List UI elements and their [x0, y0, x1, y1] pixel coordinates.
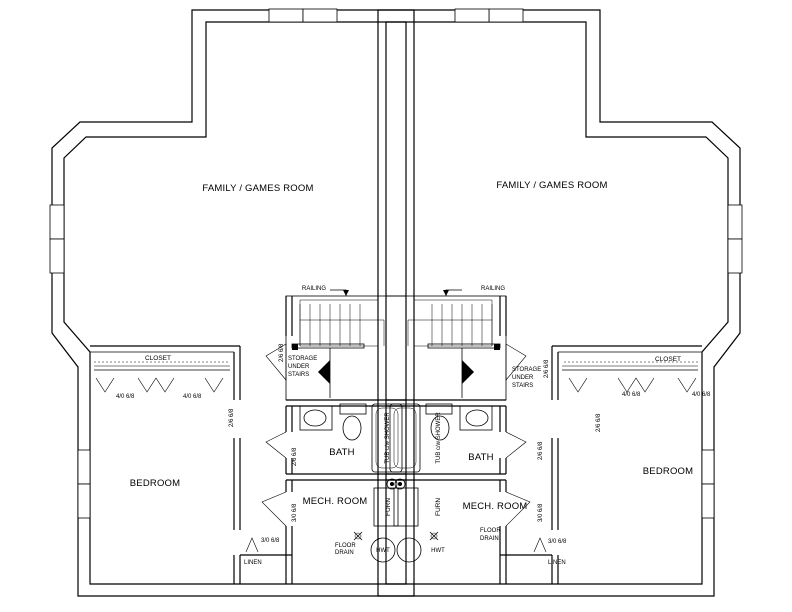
window-top-a [268, 8, 304, 23]
storage-door-size: 2/6 6/8 [544, 359, 550, 378]
closet-label: CLOSET [655, 356, 681, 363]
linen-door-size: 3/0 6/8 [548, 539, 567, 545]
mech-door-size: 3/0 6/8 [292, 503, 298, 522]
floor-drain-label-1: FLOOR [480, 528, 501, 534]
closet-door-size-a: 4/0 6/8 [116, 394, 135, 400]
mech-room-label: MECH. ROOM [303, 496, 368, 507]
family-room-label: FAMILY / GAMES ROOM [496, 180, 607, 191]
linen-door-size: 3/0 6/8 [261, 538, 280, 544]
closet-door-size-a: 4/0 6/8 [622, 392, 641, 398]
railing-label: RAILING [302, 286, 326, 292]
unit-right [377, 8, 743, 597]
bedroom-label: BEDROOM [643, 466, 694, 477]
storage-label-2: UNDER [512, 375, 534, 381]
hwt-label: HWT [376, 548, 390, 554]
window-bedroom-a [77, 449, 91, 485]
window-top-b [302, 8, 338, 23]
tub-label: TUB c/w SHOWER [436, 412, 442, 464]
floor-drain-label-1: FLOOR [335, 543, 356, 549]
vanity [299, 405, 333, 431]
bath-door-size: 2/6 6/8 [292, 447, 298, 466]
hwt-label: HWT [431, 548, 445, 554]
unit-left [49, 8, 415, 597]
storage-door-size: 2/6 6/8 [279, 343, 285, 362]
closet-door-size-b: 4/0 6/8 [183, 394, 202, 400]
floor-drain-label-2: DRAIN [335, 550, 354, 556]
toilet-tank [339, 403, 367, 415]
storage-label-3: STAIRS [512, 383, 533, 389]
toilet-bowl [342, 415, 362, 441]
furn-label: FURN [435, 498, 442, 516]
hwt-tank [370, 537, 396, 563]
closet-label: CLOSET [145, 355, 171, 362]
window-bedroom-b [77, 483, 91, 519]
window-left-a [49, 204, 65, 240]
tub-label: TUB c/w SHOWER [385, 412, 391, 464]
mech-door-size: 3/0 6/8 [538, 503, 544, 522]
closet-door-size-b: 4/0 6/8 [692, 392, 711, 398]
family-room-label: FAMILY / GAMES ROOM [202, 183, 313, 194]
bedroom-door-size: 2/6 6/8 [229, 408, 235, 427]
bedroom-label: BEDROOM [130, 478, 181, 489]
linen-label: LINEN [244, 560, 262, 566]
window-left-b [49, 238, 65, 274]
bath-label: BATH [329, 447, 354, 458]
labels-right: FAMILY / GAMES ROOM BEDROOM CLOSET 4/0 6… [431, 180, 711, 566]
storage-label-1: STORAGE [288, 356, 317, 362]
storage-label-1: STORAGE [512, 367, 541, 373]
bath-label: BATH [468, 452, 493, 463]
mech-room-label: MECH. ROOM [463, 501, 528, 512]
furn-label: FURN [385, 498, 392, 516]
bedroom-door-size: 2/6 6/8 [596, 413, 602, 432]
floor-drain-label-2: DRAIN [480, 536, 499, 542]
tub [371, 403, 403, 473]
storage-label-3: STAIRS [288, 372, 309, 378]
exterior-wall-outer [51, 9, 415, 597]
labels-left: FAMILY / GAMES ROOM BEDROOM CLOSET 4/0 6… [116, 183, 392, 566]
storage-label-2: UNDER [288, 364, 310, 370]
bath-door-size: 2/6 6/8 [538, 441, 544, 460]
sink [303, 409, 327, 427]
linen-label: LINEN [548, 560, 566, 566]
railing-label: RAILING [481, 286, 505, 292]
